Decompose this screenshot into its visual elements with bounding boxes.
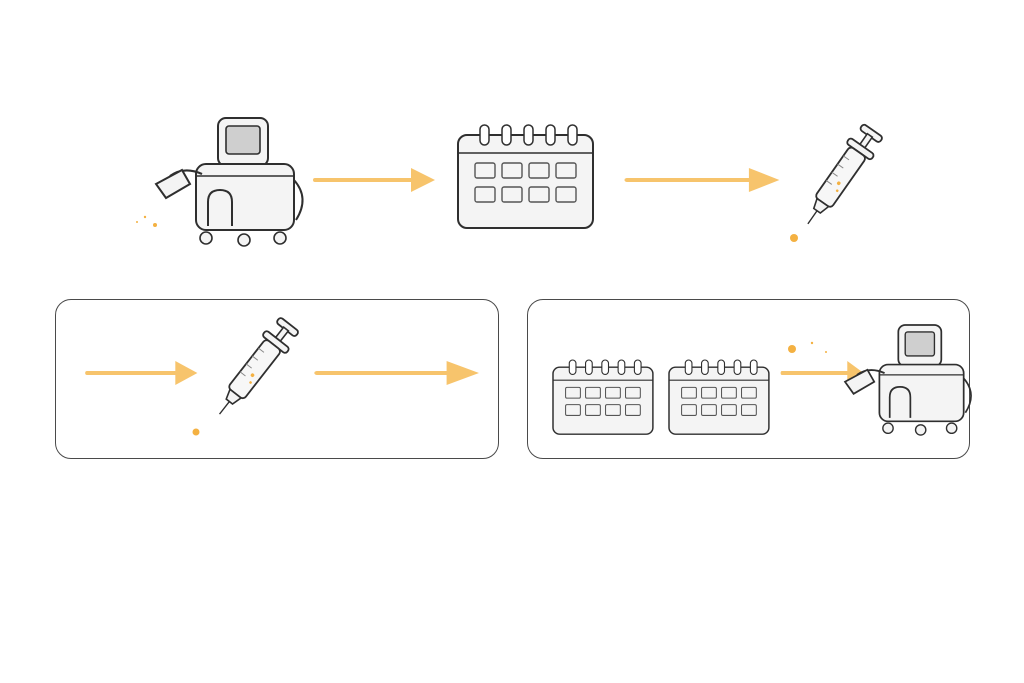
droplet-dot: [790, 234, 798, 242]
spark-dots: [136, 215, 157, 227]
laser-machine-icon: [154, 116, 304, 248]
panel-left: [55, 299, 499, 459]
spark-dots: [788, 341, 827, 353]
droplet-dot: [192, 428, 200, 436]
calendar-icon: [668, 359, 770, 435]
calendar-icon: [552, 359, 654, 435]
arrow-right-icon: [627, 168, 779, 192]
arrow-right-icon: [313, 166, 437, 194]
syringe-icon: [206, 314, 303, 425]
syringe-icon: [794, 120, 887, 234]
arrow-right-icon: [85, 359, 200, 387]
calendar-icon: [457, 124, 594, 229]
arrow-right-icon: [317, 361, 479, 385]
panel-right: [527, 299, 970, 459]
laser-machine-icon: [844, 324, 972, 437]
